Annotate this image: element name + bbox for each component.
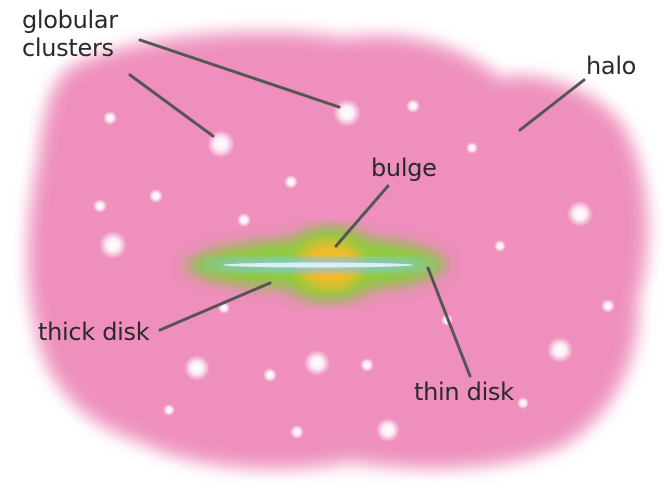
star: [284, 175, 298, 189]
star: [163, 404, 175, 416]
globular-cluster: [333, 99, 361, 127]
star: [547, 337, 573, 363]
star: [601, 299, 615, 313]
star: [103, 111, 117, 125]
star: [99, 231, 127, 259]
star: [376, 418, 400, 442]
star: [93, 199, 107, 213]
star: [567, 201, 593, 227]
star: [517, 397, 529, 409]
label-globular-line1: globular: [22, 6, 118, 34]
star: [466, 142, 478, 154]
label-thick-disk: thick disk: [38, 318, 149, 346]
star: [494, 240, 506, 252]
thin-disk: [200, 258, 436, 272]
star: [263, 368, 277, 382]
label-globular-clusters: globular clusters: [22, 6, 118, 62]
label-globular-line2: clusters: [22, 34, 118, 62]
star: [149, 189, 163, 203]
star: [304, 350, 330, 376]
star: [237, 213, 251, 227]
star: [406, 99, 420, 113]
label-bulge: bulge: [371, 154, 437, 182]
star: [184, 355, 210, 381]
label-halo: halo: [586, 52, 636, 80]
label-thin-disk: thin disk: [414, 378, 514, 406]
star: [290, 425, 304, 439]
star: [360, 358, 374, 372]
